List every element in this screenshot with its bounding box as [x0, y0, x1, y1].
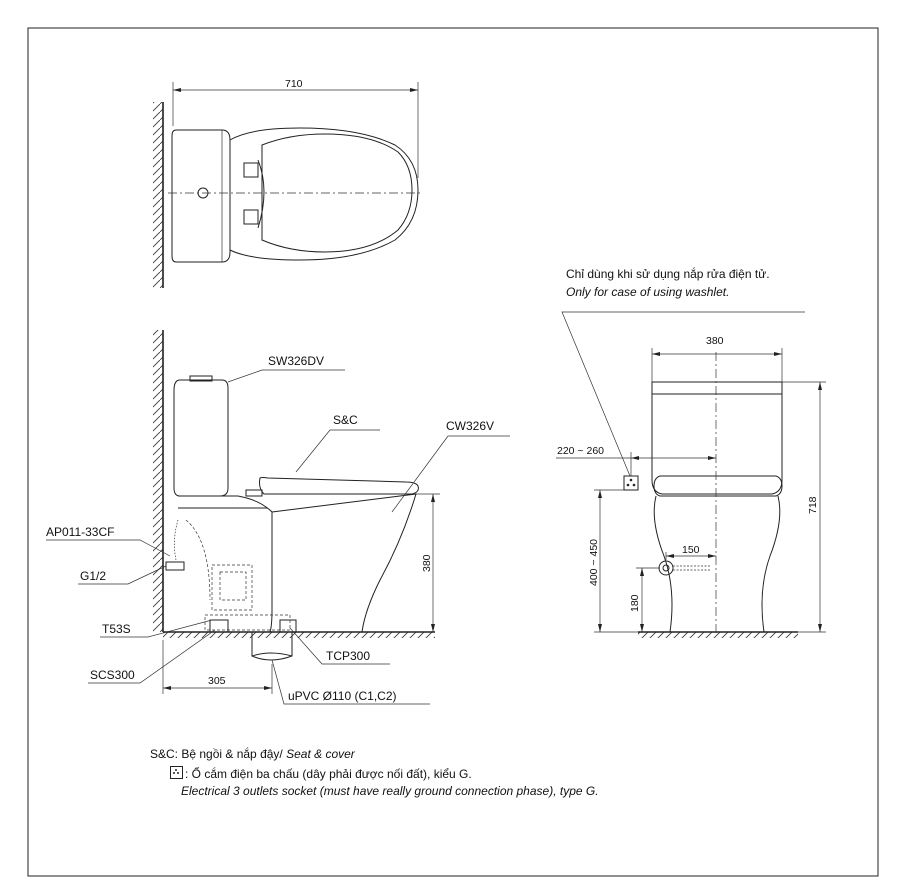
top-view: 710 [153, 78, 420, 288]
dim-305-label: 305 [208, 675, 226, 687]
label-g12: G1/2 [80, 569, 106, 583]
label-tcp300: TCP300 [326, 649, 370, 663]
label-scs300: SCS300 [90, 668, 135, 682]
label-ap011-33cf: AP011-33CF [46, 525, 114, 539]
front-view: Chỉ dùng khi sử dụng nắp rửa điện tử. On… [556, 266, 826, 638]
socket-icon [623, 475, 639, 491]
legend-socket-vi: : Ổ cắm điện ba chấu (dây phải được nối … [185, 767, 472, 781]
label-seat-cover: S&C [333, 413, 358, 427]
legend-socket: : Ổ cắm điện ba chấu (dây phải được nối … [170, 766, 472, 781]
dim-710-label: 710 [285, 78, 303, 90]
legend-seat-cover: S&C: Bệ ngồi & nắp đậy/ Seat & cover [150, 747, 355, 761]
label-sw326dv: SW326DV [268, 354, 324, 368]
drawing-frame [27, 27, 879, 877]
dim-150-label: 150 [682, 544, 700, 556]
label-upvc: uPVC Ø110 (C1,C2) [288, 689, 397, 703]
dim-718-label: 718 [807, 496, 819, 514]
socket-legend-icon [170, 766, 183, 779]
legend-sc-prefix: S&C: Bệ ngồi & nắp đậy/ [150, 747, 287, 761]
front-floor-hatch [638, 632, 798, 638]
top-wall-hatch [153, 102, 163, 288]
legend-socket-en: Electrical 3 outlets socket (must have r… [181, 784, 599, 798]
side-floor-hatch [163, 632, 435, 638]
legend-sc-en: Seat & cover [286, 747, 355, 761]
dim-380-side-label: 380 [421, 554, 433, 572]
side-view: SW326DV S&C CW326V AP011-33CF G1/2 T53S … [46, 330, 510, 705]
dim-180-label: 180 [629, 594, 641, 612]
side-wall-hatch [153, 330, 163, 632]
dim-380-front-label: 380 [706, 335, 724, 347]
washlet-note-vi: Chỉ dùng khi sử dụng nắp rửa điện tử. [566, 266, 770, 281]
dim-220-260-label: 220 ~ 260 [557, 445, 604, 457]
dim-400-450-label: 400 ~ 450 [588, 539, 600, 586]
label-t53s: T53S [102, 622, 131, 636]
label-cw326v: CW326V [446, 419, 494, 433]
washlet-note-en: Only for case of using washlet. [566, 285, 729, 299]
